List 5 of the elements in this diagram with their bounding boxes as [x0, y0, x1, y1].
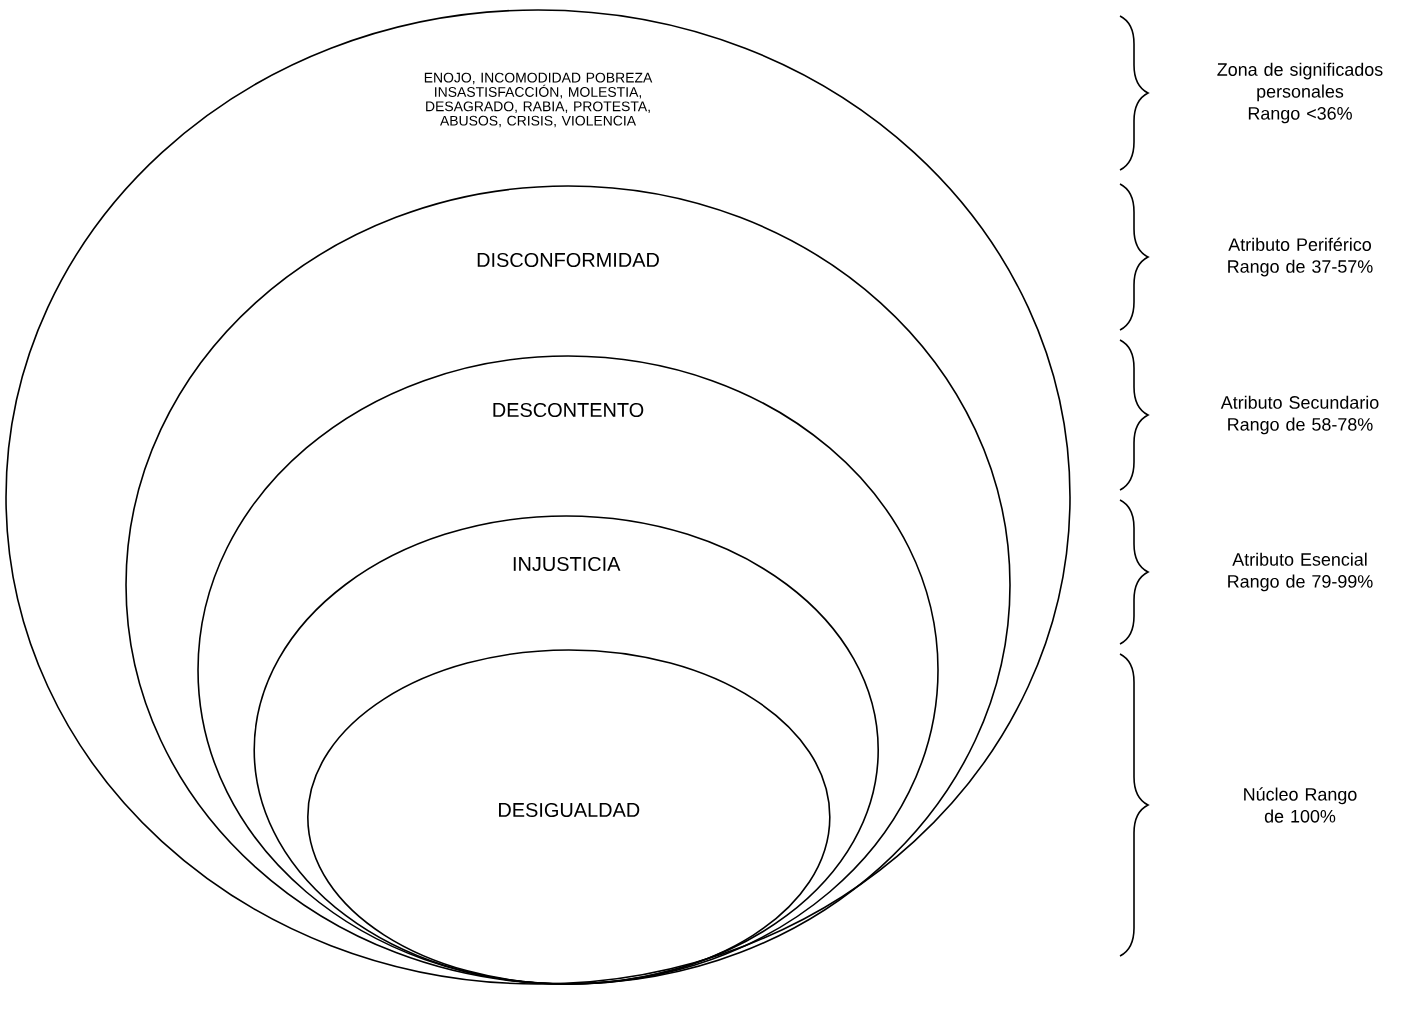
- range-label: Núcleo Rango de 100%: [1244, 787, 1357, 823]
- range-label: Atributo Esencial Rango de 79-99%: [1228, 552, 1373, 592]
- range-label: Atributo Secundario Rango de 58-78%: [1220, 395, 1379, 435]
- range-label: Zona de significados personales Rango <36%: [1217, 62, 1383, 124]
- range-label: Atributo Periférico Rango de 37-57%: [1228, 237, 1373, 277]
